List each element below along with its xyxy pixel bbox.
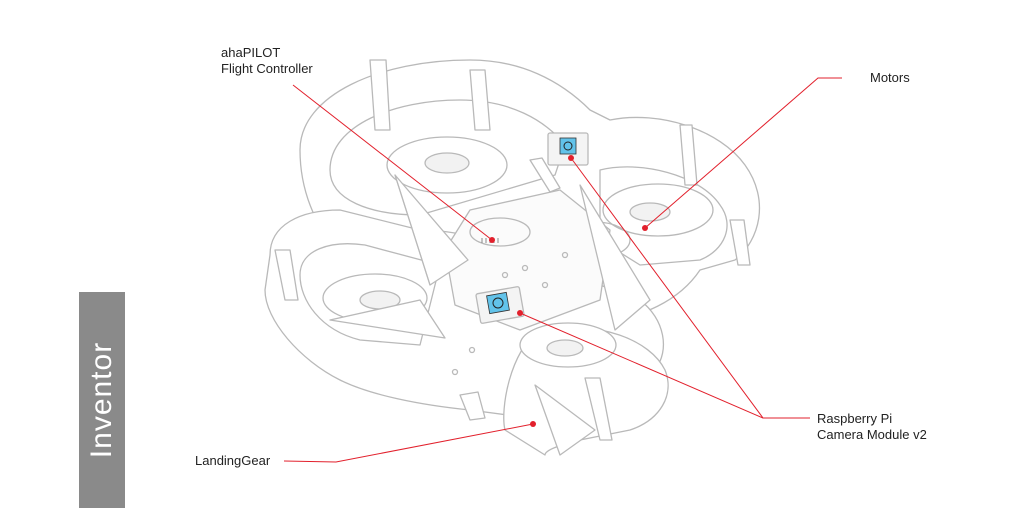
leader-motors: [644, 77, 842, 229]
marker-landing-gear: [530, 421, 536, 427]
marker-camera-front: [517, 310, 523, 316]
marker-camera-top: [568, 155, 574, 161]
marker-motors: [642, 225, 648, 231]
label-camera-line1: Raspberry Pi: [817, 411, 893, 426]
label-motors: Motors: [870, 70, 910, 85]
leader-flight-controller: [292, 84, 493, 241]
sidebar-tab: Inventor: [79, 292, 125, 508]
arm-brace-left: [329, 299, 446, 339]
camera-lens-front: [486, 291, 510, 315]
label-camera-line2: Camera Module v2: [817, 427, 927, 442]
label-landing-gear: LandingGear: [195, 453, 271, 468]
camera-lens-top: [559, 137, 577, 155]
drone-frame: [264, 59, 761, 456]
leader-landing-gear: [283, 423, 534, 463]
arm-brace-right: [579, 184, 651, 331]
label-camera-module: Raspberry Pi Camera Module v2: [817, 411, 927, 443]
leader-camera-front: [519, 312, 764, 419]
marker-flight-controller: [489, 237, 495, 243]
markers: [489, 155, 648, 427]
label-flight-controller: ahaPILOT Flight Controller: [221, 45, 313, 77]
sidebar-title: Inventor: [85, 341, 118, 459]
label-flight-controller-line1: ahaPILOT: [221, 45, 281, 60]
label-flight-controller-line2: Flight Controller: [221, 61, 313, 76]
leader-lines: [283, 77, 842, 463]
arm-brace-bottom: [534, 384, 596, 456]
